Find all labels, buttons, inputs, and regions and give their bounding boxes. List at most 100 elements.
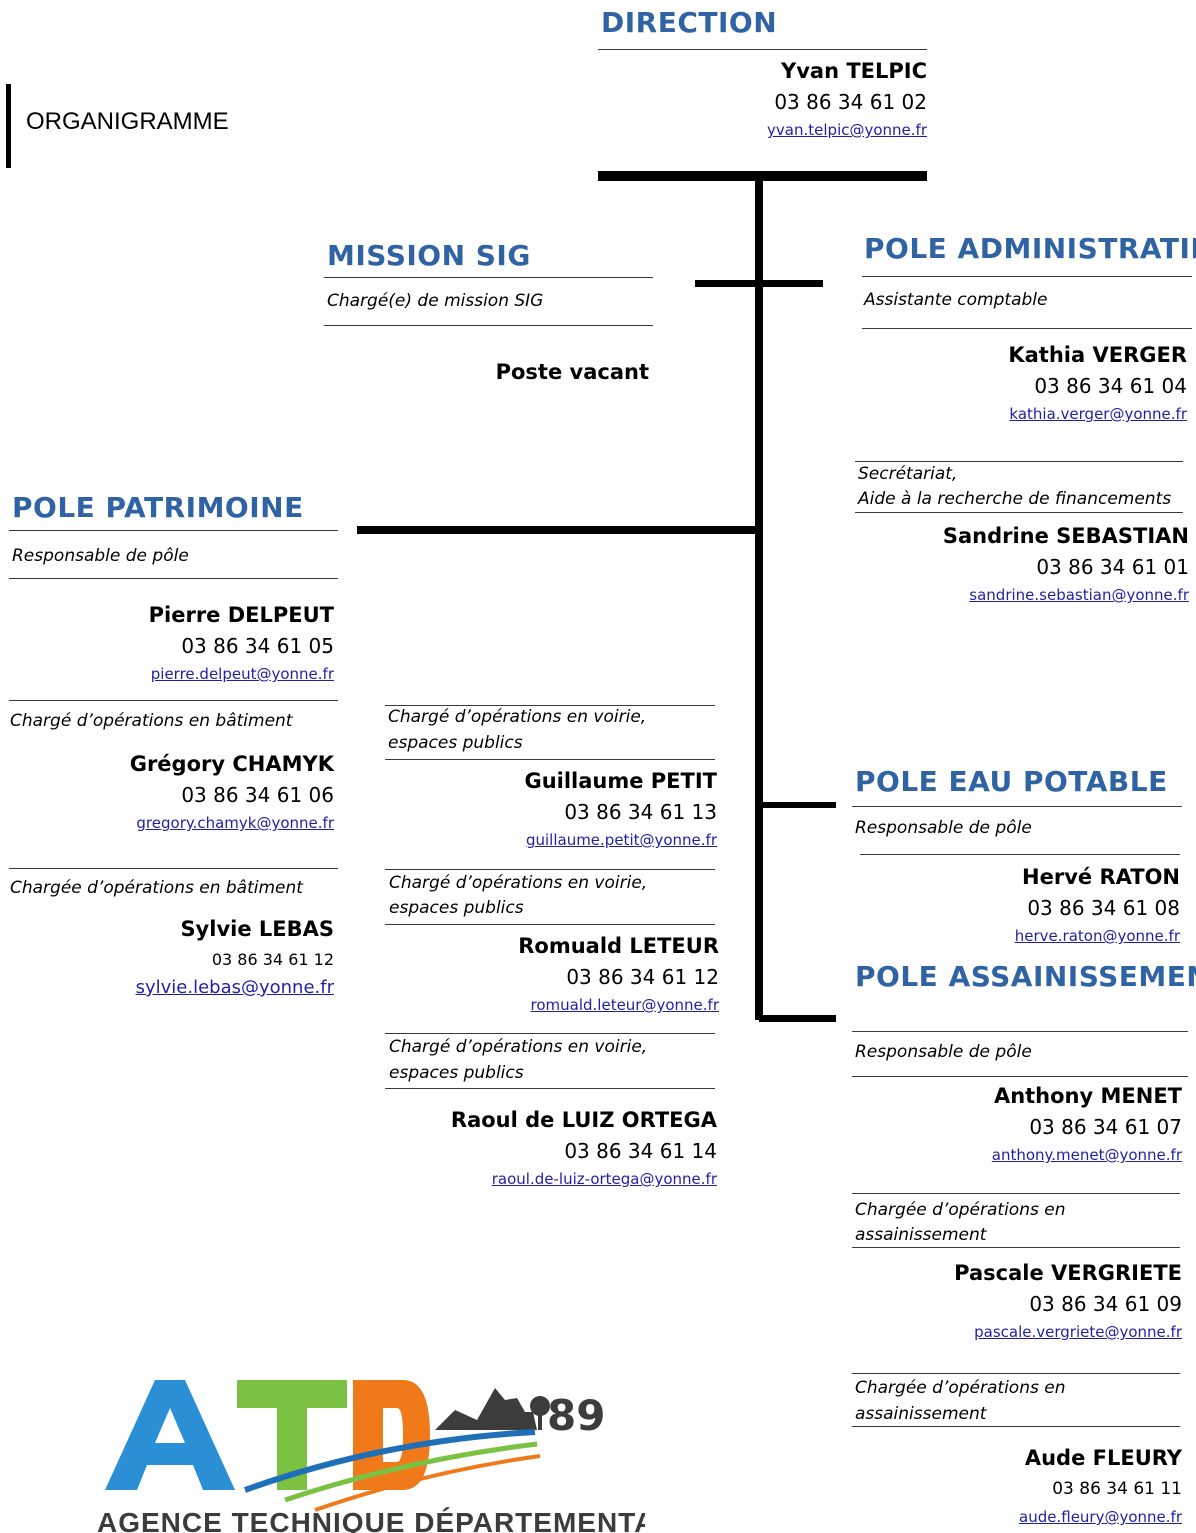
person-email-link[interactable]: herve.raton@yonne.fr: [1014, 927, 1180, 945]
pole-assainissement-divider-3: [852, 1247, 1180, 1248]
title-accent-bar: [6, 84, 11, 168]
pole-patrimoine-role-1: Responsable de pôle: [12, 546, 189, 566]
person-phone: 03 86 34 61 11: [1052, 1479, 1182, 1499]
person-email-link[interactable]: raoul.de-luiz-ortega@yonne.fr: [491, 1170, 717, 1188]
voirie-divider-6: [385, 1088, 715, 1089]
pole-patrimoine-person-3: Sylvie LEBAS 03 86 34 61 12 sylvie.lebas…: [136, 914, 334, 1001]
pole-patrimoine-divider-3: [9, 868, 338, 869]
pole-administratif-person-1: Kathia VERGER 03 86 34 61 04 kathia.verg…: [1008, 340, 1187, 427]
pole-patrimoine-role-2: Chargé d’opérations en bâtiment: [10, 711, 293, 731]
pole-assainissement-divider-5: [852, 1426, 1180, 1427]
pole-assainissement-divider-4: [852, 1373, 1180, 1374]
page-title: ORGANIGRAMME: [26, 108, 229, 135]
pole-patrimoine-divider-top: [9, 530, 338, 531]
pole-assainissement-person-1: Anthony MENET 03 86 34 61 07 anthony.men…: [992, 1081, 1182, 1168]
pole-patrimoine-divider-1: [9, 578, 338, 579]
pole-administratif-divider-mid: [862, 328, 1192, 329]
pole-patrimoine-heading: POLE PATRIMOINE: [12, 491, 304, 524]
voirie-role-3-line1: Chargé d’opérations en voirie,: [389, 1037, 648, 1057]
pole-assainissement-person-3: Aude FLEURY 03 86 34 61 11 aude.fleury@y…: [1019, 1443, 1182, 1530]
person-email-link[interactable]: gregory.chamyk@yonne.fr: [136, 814, 334, 832]
person-phone: 03 86 34 61 02: [774, 90, 927, 114]
voirie-role-1-line2: espaces publics: [388, 733, 523, 753]
person-name: Sandrine SEBASTIAN: [942, 524, 1189, 548]
pole-patrimoine-divider-2: [9, 700, 338, 701]
pole-assainissement-role-3-line2: assainissement: [855, 1404, 987, 1424]
pole-patrimoine-role-3: Chargée d’opérations en bâtiment: [10, 878, 303, 898]
pole-eau-potable-person: Hervé RATON 03 86 34 61 08 herve.raton@y…: [1015, 862, 1180, 949]
voirie-role-2-line1: Chargé d’opérations en voirie,: [389, 873, 648, 893]
person-email-link[interactable]: sylvie.lebas@yonne.fr: [135, 977, 334, 998]
pole-eau-potable-divider-mid: [860, 854, 1180, 855]
mission-sig-connector: [695, 280, 823, 287]
logo-swoosh-orange: [314, 1454, 541, 1512]
vacant-post-label: Poste vacant: [495, 360, 649, 384]
logo-village-silhouette: [435, 1388, 537, 1430]
eau-potable-connector: [759, 802, 836, 808]
atd89-logo: AGENCE TECHNIQUE DÉPARTEMENTALE 89: [85, 1360, 645, 1533]
direction-heading: DIRECTION: [601, 6, 778, 39]
person-email-link[interactable]: aude.fleury@yonne.fr: [1019, 1508, 1182, 1526]
assainissement-connector: [759, 1015, 836, 1022]
patrimoine-connector: [357, 526, 759, 534]
voirie-person-1: Guillaume PETIT 03 86 34 61 13 guillaume…: [524, 766, 717, 853]
person-name: Pascale VERGRIETE: [954, 1261, 1182, 1285]
person-name: Raoul de LUIZ ORTEGA: [450, 1108, 717, 1132]
person-name: Kathia VERGER: [1008, 343, 1187, 367]
atd89-logo-graphic: AGENCE TECHNIQUE DÉPARTEMENTALE 89: [97, 1380, 645, 1533]
logo-swoosh-green: [284, 1441, 538, 1503]
direction-divider: [598, 49, 927, 50]
pole-administratif-divider-2: [855, 461, 1183, 462]
pole-assainissement-role-3-line1: Chargée d’opérations en: [855, 1378, 1066, 1398]
person-name: Romuald LETEUR: [518, 934, 719, 958]
person-phone: 03 86 34 61 05: [181, 634, 334, 658]
person-email-link[interactable]: yvan.telpic@yonne.fr: [767, 121, 927, 139]
main-vertical-connector: [755, 176, 763, 1020]
person-phone: 03 86 34 61 06: [181, 783, 334, 807]
pole-assainissement-role-2-line2: assainissement: [855, 1225, 987, 1245]
logo-letter-d: [353, 1380, 430, 1490]
voirie-divider-2: [385, 759, 715, 760]
voirie-role-2-line2: espaces publics: [389, 898, 524, 918]
person-email-link[interactable]: romuald.leteur@yonne.fr: [530, 996, 719, 1014]
voirie-divider-3: [385, 869, 715, 870]
logo-swoosh-blue: [243, 1429, 536, 1493]
voirie-role-1-line1: Chargé d’opérations en voirie,: [388, 707, 647, 727]
person-phone: 03 86 34 61 12: [211, 950, 334, 969]
direction-person-card: Yvan TELPIC 03 86 34 61 02 yvan.telpic@y…: [767, 56, 927, 143]
person-email-link[interactable]: kathia.verger@yonne.fr: [1009, 405, 1187, 423]
person-phone: 03 86 34 61 01: [1036, 555, 1189, 579]
person-name: Guillaume PETIT: [524, 769, 717, 793]
pole-eau-potable-role: Responsable de pôle: [855, 818, 1032, 838]
pole-patrimoine-person-2: Grégory CHAMYK 03 86 34 61 06 gregory.ch…: [130, 749, 334, 836]
voirie-person-2: Romuald LETEUR 03 86 34 61 12 romuald.le…: [518, 931, 719, 1018]
person-phone: 03 86 34 61 14: [564, 1139, 717, 1163]
mission-sig-status: Poste vacant: [496, 357, 649, 388]
mission-sig-divider-bottom: [324, 325, 653, 326]
logo-tagline: AGENCE TECHNIQUE DÉPARTEMENTALE: [97, 1507, 645, 1533]
pole-assainissement-person-2: Pascale VERGRIETE 03 86 34 61 09 pascale…: [954, 1258, 1182, 1345]
person-name: Anthony MENET: [993, 1084, 1182, 1108]
person-email-link[interactable]: guillaume.petit@yonne.fr: [525, 831, 717, 849]
pole-administratif-role-2-line2: Aide à la recherche de financements: [858, 489, 1172, 509]
voirie-role-3-line2: espaces publics: [389, 1063, 524, 1083]
mission-sig-heading: MISSION SIG: [327, 239, 531, 272]
pole-assainissement-role-1: Responsable de pôle: [855, 1042, 1032, 1062]
pole-administratif-role-2-line1: Secrétariat,: [858, 464, 958, 484]
pole-assainissement-role-2-line1: Chargée d’opérations en: [855, 1200, 1066, 1220]
pole-administratif-heading: POLE ADMINISTRATIF: [864, 232, 1196, 265]
person-phone: 03 86 34 61 04: [1034, 374, 1187, 398]
person-email-link[interactable]: anthony.menet@yonne.fr: [991, 1146, 1182, 1164]
person-email-link[interactable]: sandrine.sebastian@yonne.fr: [969, 586, 1189, 604]
logo-letter-a: [105, 1380, 235, 1490]
voirie-person-3: Raoul de LUIZ ORTEGA 03 86 34 61 14 raou…: [451, 1105, 717, 1192]
person-name: Grégory CHAMYK: [129, 752, 334, 776]
person-email-link[interactable]: pierre.delpeut@yonne.fr: [150, 665, 334, 683]
person-name: Sylvie LEBAS: [180, 917, 334, 941]
voirie-divider-1: [385, 705, 715, 706]
person-phone: 03 86 34 61 08: [1027, 896, 1180, 920]
pole-patrimoine-person-1: Pierre DELPEUT 03 86 34 61 05 pierre.del…: [149, 600, 334, 687]
logo-letter-t: [237, 1380, 347, 1490]
logo-number: 89: [547, 1391, 605, 1440]
person-email-link[interactable]: pascale.vergriete@yonne.fr: [974, 1323, 1182, 1341]
